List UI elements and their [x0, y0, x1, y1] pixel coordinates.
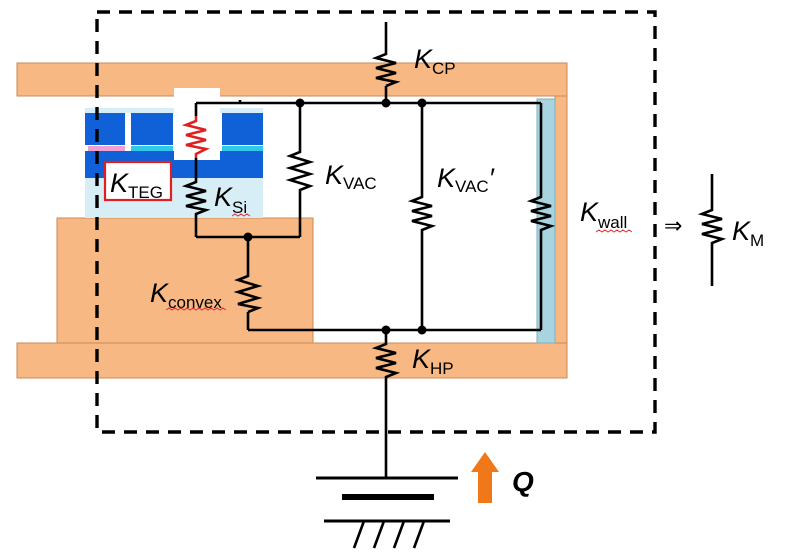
equivalence-arrow: ⇒	[664, 213, 682, 238]
resistor-k-vac	[285, 148, 315, 192]
label-k-hp: KHP	[412, 344, 454, 378]
label-q: Q	[512, 466, 534, 497]
right-copper-strip	[554, 95, 568, 344]
teg-module	[85, 88, 263, 202]
junction-dots	[243, 98, 427, 335]
label-k-cp: KCP	[414, 44, 456, 78]
spellcheck-marks	[165, 213, 633, 311]
resistor-k-m	[697, 206, 727, 246]
resistor-k-si	[181, 178, 211, 216]
system-boundary	[95, 10, 657, 434]
label-k-convex: Kconvex	[150, 278, 222, 312]
resistor-k-vac-prime	[407, 193, 437, 233]
resistors	[181, 50, 727, 380]
heat-flow-arrow	[471, 452, 499, 503]
label-k-vac-prime: KVAC′	[437, 163, 495, 196]
label-k-teg: KTEG	[110, 168, 163, 202]
label-k-wall: Kwall	[580, 197, 627, 232]
resistor-k-cp	[371, 50, 401, 88]
top-copper-plate	[16, 62, 568, 97]
label-k-vac: KVAC	[325, 160, 377, 193]
resistor-k-hp	[371, 340, 401, 380]
bottom-copper-plate	[16, 342, 568, 379]
resistor-k-convex	[233, 272, 263, 314]
resistor-k-wall	[526, 193, 556, 233]
resistor-k-teg	[181, 116, 210, 158]
label-k-m: KM	[732, 216, 764, 250]
label-k-si: KSi	[214, 182, 247, 217]
labels: KCP KTEG KSi KVAC KVAC′ Kwall ⇒ KM Kconv…	[110, 44, 764, 497]
teg-highlight	[174, 88, 220, 160]
k-teg-box	[103, 160, 173, 202]
